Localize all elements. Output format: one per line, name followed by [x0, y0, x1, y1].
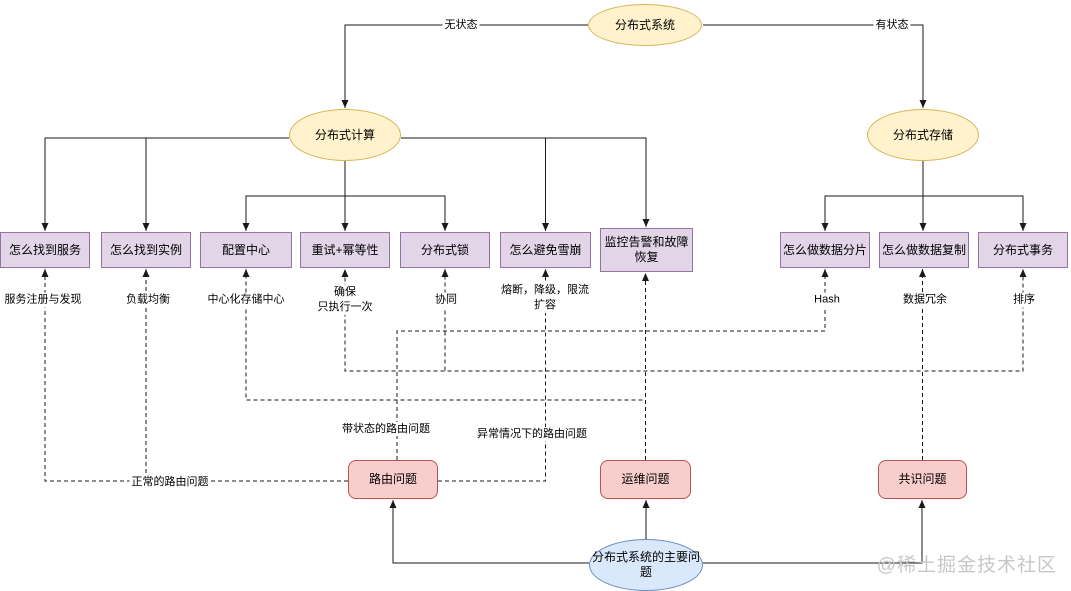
node-distributed-system: 分布式系统 — [588, 4, 702, 46]
annotation-ensure-once: 确保 只执行一次 — [315, 285, 375, 315]
node-avoid-avalanche: 怎么避免雪崩 — [500, 232, 591, 268]
node-find-instance: 怎么找到实例 — [101, 232, 191, 268]
edge-routing-to-sharding — [396, 269, 829, 460]
edge-routing-to-avalanche — [438, 269, 549, 482]
edge-computing-to-find-service — [41, 137, 289, 231]
edge-system-to-storage — [703, 24, 927, 108]
edge-routing-to-find-service — [41, 269, 348, 482]
node-consensus-problem: 共识问题 — [878, 460, 967, 499]
annotation-central-storage: 中心化存储中心 — [205, 292, 287, 308]
annotation-fuse-degrade: 熔断，降级，限流 扩容 — [499, 283, 591, 313]
label-abnormal-routing: 异常情况下的路由问题 — [475, 427, 589, 441]
label-stateful-routing: 带状态的路由问题 — [340, 422, 432, 436]
node-retry-idempotency: 重试+幂等性 — [300, 232, 390, 268]
node-monitoring-alert-recovery: 监控告警和故障 恢复 — [600, 228, 693, 272]
edge-consensus-to-transaction — [922, 269, 1027, 460]
annotation-load-balance: 负载均衡 — [124, 292, 172, 308]
edge-computing-to-monitoring — [401, 137, 650, 227]
node-distributed-storage: 分布式存储 — [867, 109, 979, 161]
node-main-problems: 分布式系统的主要问 题 — [589, 539, 703, 591]
edge-system-to-computing — [341, 24, 588, 108]
node-config-center: 配置中心 — [200, 232, 292, 268]
annotation-coordination: 协同 — [433, 292, 459, 308]
juejin-watermark: @稀土掘金技术社区 — [876, 555, 1057, 576]
edge-storage-to-sharding — [821, 195, 923, 231]
edge-computing-to-lock — [345, 195, 449, 231]
annotation-service-registry: 服务注册与发现 — [2, 292, 84, 308]
edge-computing-to-config — [242, 195, 345, 231]
node-ops-problem: 运维问题 — [600, 460, 691, 499]
node-distributed-lock: 分布式锁 — [400, 232, 490, 268]
node-distributed-computing: 分布式计算 — [289, 109, 401, 161]
annotation-data-redundancy: 数据冗余 — [901, 292, 949, 308]
label-normal-routing: 正常的路由问题 — [129, 475, 211, 489]
node-find-service: 怎么找到服务 — [0, 232, 90, 268]
annotation-hash: Hash — [812, 292, 842, 308]
edge-storage-to-transaction — [923, 195, 1027, 231]
label-stateful: 有状态 — [873, 18, 911, 32]
edge-main-to-consensus — [703, 500, 926, 564]
label-stateless: 无状态 — [442, 18, 480, 32]
node-data-replication: 怎么做数据复制 — [879, 232, 969, 268]
annotation-sort: 排序 — [1011, 292, 1037, 308]
node-routing-problem: 路由问题 — [348, 460, 438, 499]
edge-main-to-routing — [389, 500, 589, 564]
node-distributed-transaction: 分布式事务 — [978, 232, 1068, 268]
node-data-sharding: 怎么做数据分片 — [780, 232, 870, 268]
edge-routing-to-find-instance — [142, 269, 348, 482]
